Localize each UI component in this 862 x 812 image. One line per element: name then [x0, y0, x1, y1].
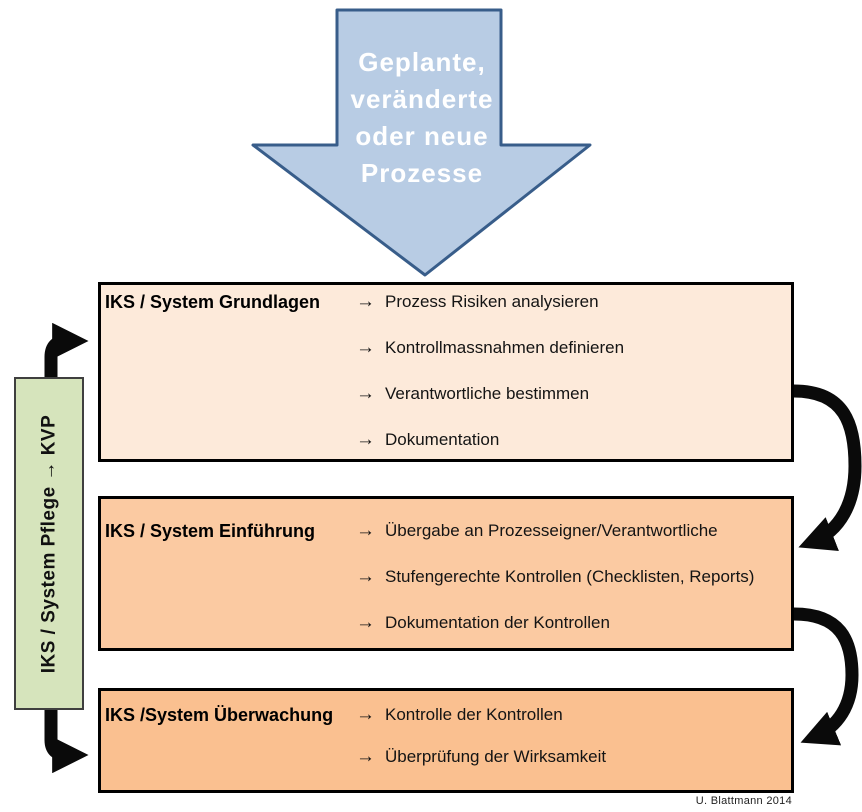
- step-label: Dokumentation: [385, 430, 500, 449]
- step-label: Kontrolle der Kontrollen: [385, 705, 563, 724]
- step-arrow-icon: →: [356, 520, 375, 541]
- step-arrow-icon: →: [356, 746, 375, 767]
- process-step-item: → Überprüfung der Wirksamkeit: [356, 747, 791, 767]
- phase-box-ueberwachung: IKS /System Überwachung → Kontrolle der K…: [98, 688, 794, 793]
- step-arrow-icon: →: [356, 429, 375, 450]
- step-arrow-icon: →: [356, 612, 375, 633]
- step-label: Prozess Risiken analysieren: [385, 292, 599, 311]
- step-label: Stufengerechte Kontrollen (Checklisten, …: [385, 567, 755, 586]
- process-step-item: → Prozess Risiken analysieren: [356, 292, 791, 312]
- flow-arrow-box1-box2: [793, 384, 862, 551]
- step-label: Übergabe an Prozesseigner/Verantwortlich…: [385, 521, 718, 540]
- process-step-item: → Verantwortliche bestimmen: [356, 384, 791, 404]
- step-arrow-icon: →: [356, 291, 375, 312]
- arrow-label-line: Prozesse: [360, 158, 484, 188]
- step-arrow-icon: →: [356, 383, 375, 404]
- process-step-item: → Übergabe an Prozesseigner/Verantwortlic…: [356, 521, 791, 541]
- step-label: Dokumentation der Kontrollen: [385, 613, 610, 632]
- phase-box-title: IKS / System Grundlagen: [105, 292, 321, 312]
- arrow-label-line: oder neue: [355, 121, 489, 151]
- side-label-text: IKS / System Pflege → KVP: [38, 414, 59, 673]
- phase-box-items: → Übergabe an Prozesseigner/Verantwortlic…: [356, 499, 791, 648]
- process-step-item: → Stufengerechte Kontrollen (Checklisten,…: [356, 567, 791, 587]
- phase-box-items: → Prozess Risiken analysieren → Kontrollma…: [356, 285, 791, 459]
- phase-box-grundlagen: IKS / System Grundlagen → Prozess Risiken…: [98, 282, 794, 462]
- cycle-arrow-bottom-left: [44, 708, 89, 774]
- cycle-arrow-top-left: [44, 322, 89, 378]
- arrow-label-line: Geplante,: [358, 47, 486, 77]
- process-step-item: → Kontrollmassnahmen definieren: [356, 338, 791, 358]
- step-arrow-icon: →: [356, 704, 375, 725]
- arrow-label-line: veränderte: [350, 84, 494, 114]
- phase-box-einfuehrung: IKS / System Einführung → Übergabe an Pro…: [98, 496, 794, 651]
- author-credit: U. Blattmann 2014: [695, 795, 792, 807]
- step-label: Kontrollmassnahmen definieren: [385, 338, 625, 357]
- step-arrow-icon: →: [356, 337, 375, 358]
- process-step-item: → Dokumentation der Kontrollen: [356, 613, 791, 633]
- process-step-item: → Kontrolle der Kontrollen: [356, 705, 791, 725]
- side-label-system-pflege-kvp: IKS / System Pflege → KVP: [14, 377, 84, 710]
- phase-box-title: IKS /System Überwachung: [105, 705, 334, 725]
- phase-box-title: IKS / System Einführung: [105, 521, 316, 541]
- flow-arrow-box2-box3: [793, 607, 859, 746]
- step-label: Überprüfung der Wirksamkeit: [385, 747, 607, 766]
- step-arrow-icon: →: [356, 566, 375, 587]
- input-processes-arrow-label: Geplante, veränderte oder neue Prozesse: [288, 44, 556, 192]
- phase-box-items: → Kontrolle der Kontrollen → Überprüfung d…: [356, 691, 791, 790]
- step-label: Verantwortliche bestimmen: [385, 384, 590, 403]
- process-step-item: → Dokumentation: [356, 430, 791, 450]
